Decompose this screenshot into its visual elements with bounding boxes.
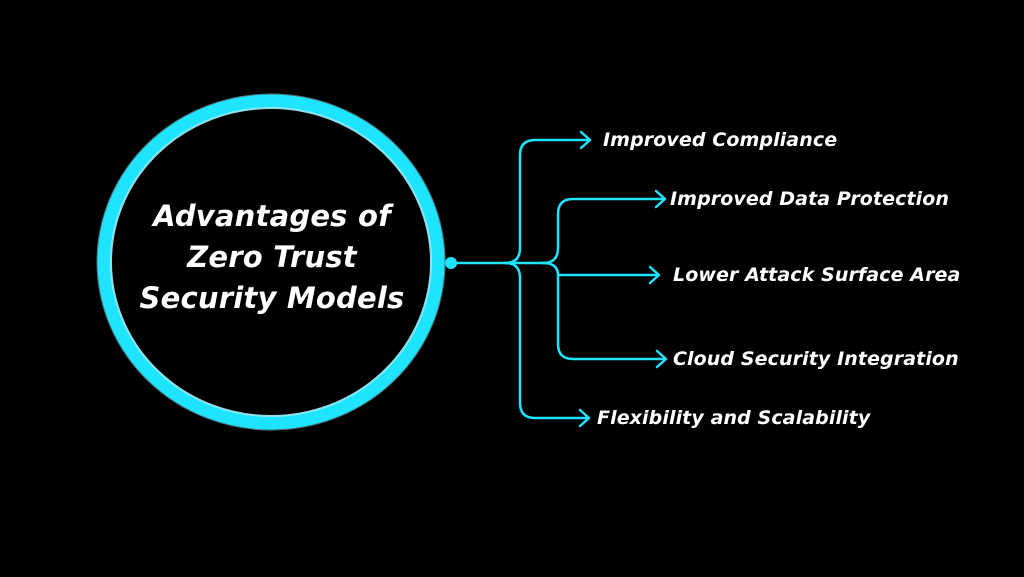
arrowhead-flexibility [578, 408, 591, 428]
connector-data-protection [541, 197, 666, 265]
central-title-line-3: Security Models [139, 281, 405, 315]
connector-lower-attack [541, 261, 660, 277]
arrowhead-cloud [655, 349, 668, 369]
central-ring-outer-highlight [96, 93, 446, 431]
arrowhead-compliance [579, 130, 592, 150]
connector-cloud [556, 273, 667, 361]
central-title-line-1: Advantages of [153, 199, 391, 233]
central-ring [97, 94, 445, 430]
branch-label-improved-compliance: Improved Compliance [603, 129, 838, 151]
branch-label-flexibility-and-scalability: Flexibility and Scalability [597, 407, 871, 429]
central-ring-highlight [110, 107, 432, 417]
connector-dot [445, 257, 457, 269]
arrowhead-data-protection [654, 189, 667, 209]
central-title-line-2: Zero Trust [187, 240, 357, 274]
branch-label-cloud-security-integration: Cloud Security Integration [673, 348, 959, 370]
branch-label-lower-attack-surface-area: Lower Attack Surface Area [673, 264, 961, 286]
connector-compliance [503, 138, 591, 265]
central-title: Advantages of Zero Trust Security Models [112, 196, 432, 319]
branch-label-improved-data-protection: Improved Data Protection [670, 188, 950, 210]
connector-flexibility [503, 261, 590, 420]
arrowhead-lower-attack [648, 265, 661, 285]
